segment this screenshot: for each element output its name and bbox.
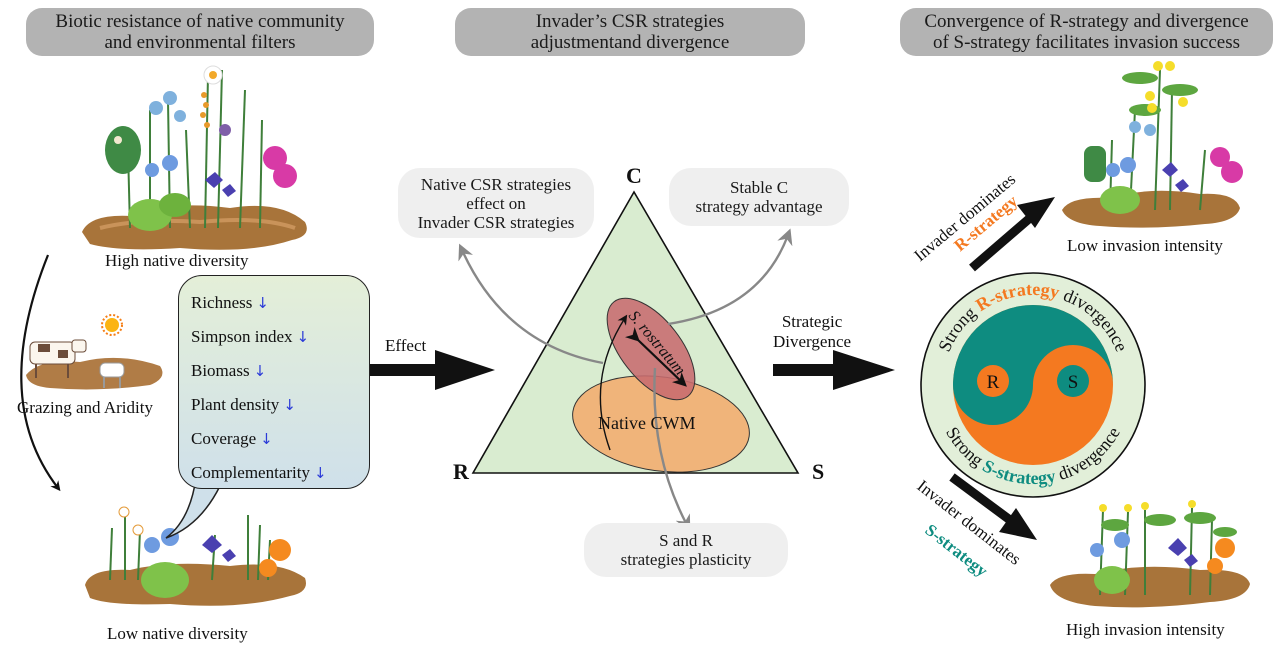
effect-arrow [365,350,495,390]
header-convergence-text: Convergence of R-strategy and divergence… [924,11,1249,53]
stable-c-callout: Stable C strategy advantage [669,168,849,226]
metric-item: Complementarity↓ [191,463,327,482]
low-diversity-illustration [85,506,306,606]
grazing-caption: Grazing and Aridity [17,398,153,417]
high-invasion-illustration [1050,500,1250,608]
decrease-arrow-icon: ↓ [253,362,267,380]
decline-arrow [20,254,61,492]
decrease-arrow-icon: ↓ [313,464,327,482]
high-diversity-caption: High native diversity [105,251,249,270]
header-csr-adjustment: Invader’s CSR strategies adjustmentand d… [455,8,805,56]
decrease-arrow-icon: ↓ [283,396,296,414]
decrease-arrow-icon: ↓ [260,430,273,448]
effect-label: Effect [385,336,427,355]
native-cwm-label: Native CWM [598,413,696,433]
lower-dominance-arrow [949,473,1037,540]
csr-triangle [458,190,800,532]
metric-item: Coverage↓ [191,429,273,448]
native-effect-text: Native CSR strategies effect on Invader … [417,174,575,232]
header-biotic-resistance: Biotic resistance of native community an… [26,8,374,56]
vertex-c: C [626,163,642,188]
stable-c-text: Stable C strategy advantage [695,178,823,216]
r-dot-label: R [987,372,1000,393]
metric-item: Biomass↓ [191,361,267,380]
header-biotic-resistance-text: Biotic resistance of native community an… [55,11,345,53]
vertex-s: S [812,459,825,484]
bubble-tail [165,477,222,539]
s-dot-label: S [1068,372,1079,393]
metrics-list: Richness↓ Simpson index↓ Biomass↓ Plant … [179,276,369,490]
decrease-arrow-icon: ↓ [256,294,269,312]
grazing-illustration [26,314,163,390]
upper-dominance-arrow [969,197,1055,272]
native-effect-callout: Native CSR strategies effect on Invader … [398,168,594,238]
header-csr-adjustment-text: Invader’s CSR strategies adjustmentand d… [530,11,730,53]
high-diversity-illustration [82,65,307,250]
s-dot [1057,365,1089,397]
divergence-arrow [773,350,895,390]
low-invasion-caption: Low invasion intensity [1067,236,1223,255]
decrease-arrow-icon: ↓ [296,328,310,346]
metric-item: Plant density↓ [191,395,296,414]
metric-item: Richness↓ [191,293,269,312]
header-convergence: Convergence of R-strategy and divergence… [900,8,1273,56]
r-dot [977,365,1009,397]
high-invasion-caption: High invasion intensity [1066,620,1225,639]
vertex-r: R [453,459,469,484]
plasticity-callout: S and R strategies plasticity [584,523,788,577]
divergence-circle: R S Strong R-strategy divergence Strong … [920,272,1146,498]
divergence-label: Strategic Divergence [773,312,852,351]
low-invasion-illustration [1062,61,1243,228]
low-diversity-caption: Low native diversity [107,624,248,643]
plasticity-text: S and R strategies plasticity [620,531,752,569]
community-metrics-bubble: Richness↓ Simpson index↓ Biomass↓ Plant … [178,275,370,489]
metric-item: Simpson index↓ [191,327,310,346]
